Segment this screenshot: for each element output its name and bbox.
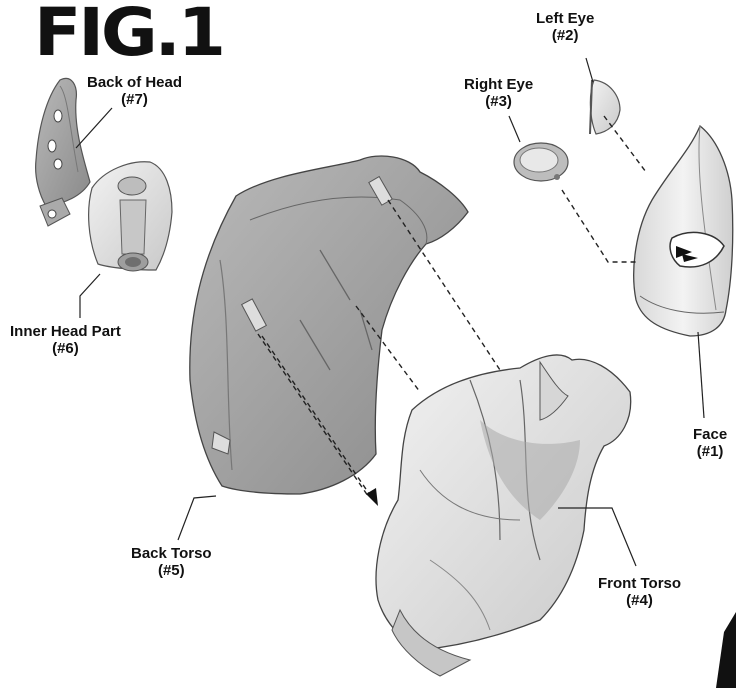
inner-head-part [89, 162, 172, 271]
label-back-of-head: Back of Head (#7) [87, 74, 182, 108]
part-name: Inner Head Part [10, 323, 121, 340]
label-leader-lines [76, 58, 704, 566]
label-left-eye: Left Eye (#2) [536, 10, 594, 44]
arrowhead-back-to-front [366, 488, 378, 506]
part-number: (#1) [693, 443, 727, 460]
corner-mark [716, 612, 736, 688]
label-front-torso: Front Torso (#4) [598, 575, 681, 609]
part-name: Back Torso [131, 545, 212, 562]
part-number: (#2) [536, 27, 594, 44]
label-face: Face (#1) [693, 426, 727, 460]
label-back-torso: Back Torso (#5) [131, 545, 212, 579]
back-of-head-part [36, 78, 90, 226]
part-name: Right Eye [464, 76, 533, 93]
label-inner-head-part: Inner Head Part (#6) [10, 323, 121, 357]
left-eye-part [590, 80, 620, 134]
part-name: Left Eye [536, 10, 594, 27]
front-torso-part [376, 355, 631, 676]
face-part [634, 126, 733, 336]
part-name: Back of Head [87, 74, 182, 91]
figure-title: FIG.1 [34, 0, 223, 71]
part-number: (#3) [464, 93, 533, 110]
label-right-eye: Right Eye (#3) [464, 76, 533, 110]
right-eye-part [514, 143, 568, 181]
part-name: Face [693, 426, 727, 443]
part-name: Front Torso [598, 575, 681, 592]
part-number: (#5) [131, 562, 212, 579]
part-number: (#6) [10, 340, 121, 357]
part-number: (#4) [598, 592, 681, 609]
part-number: (#7) [87, 91, 182, 108]
